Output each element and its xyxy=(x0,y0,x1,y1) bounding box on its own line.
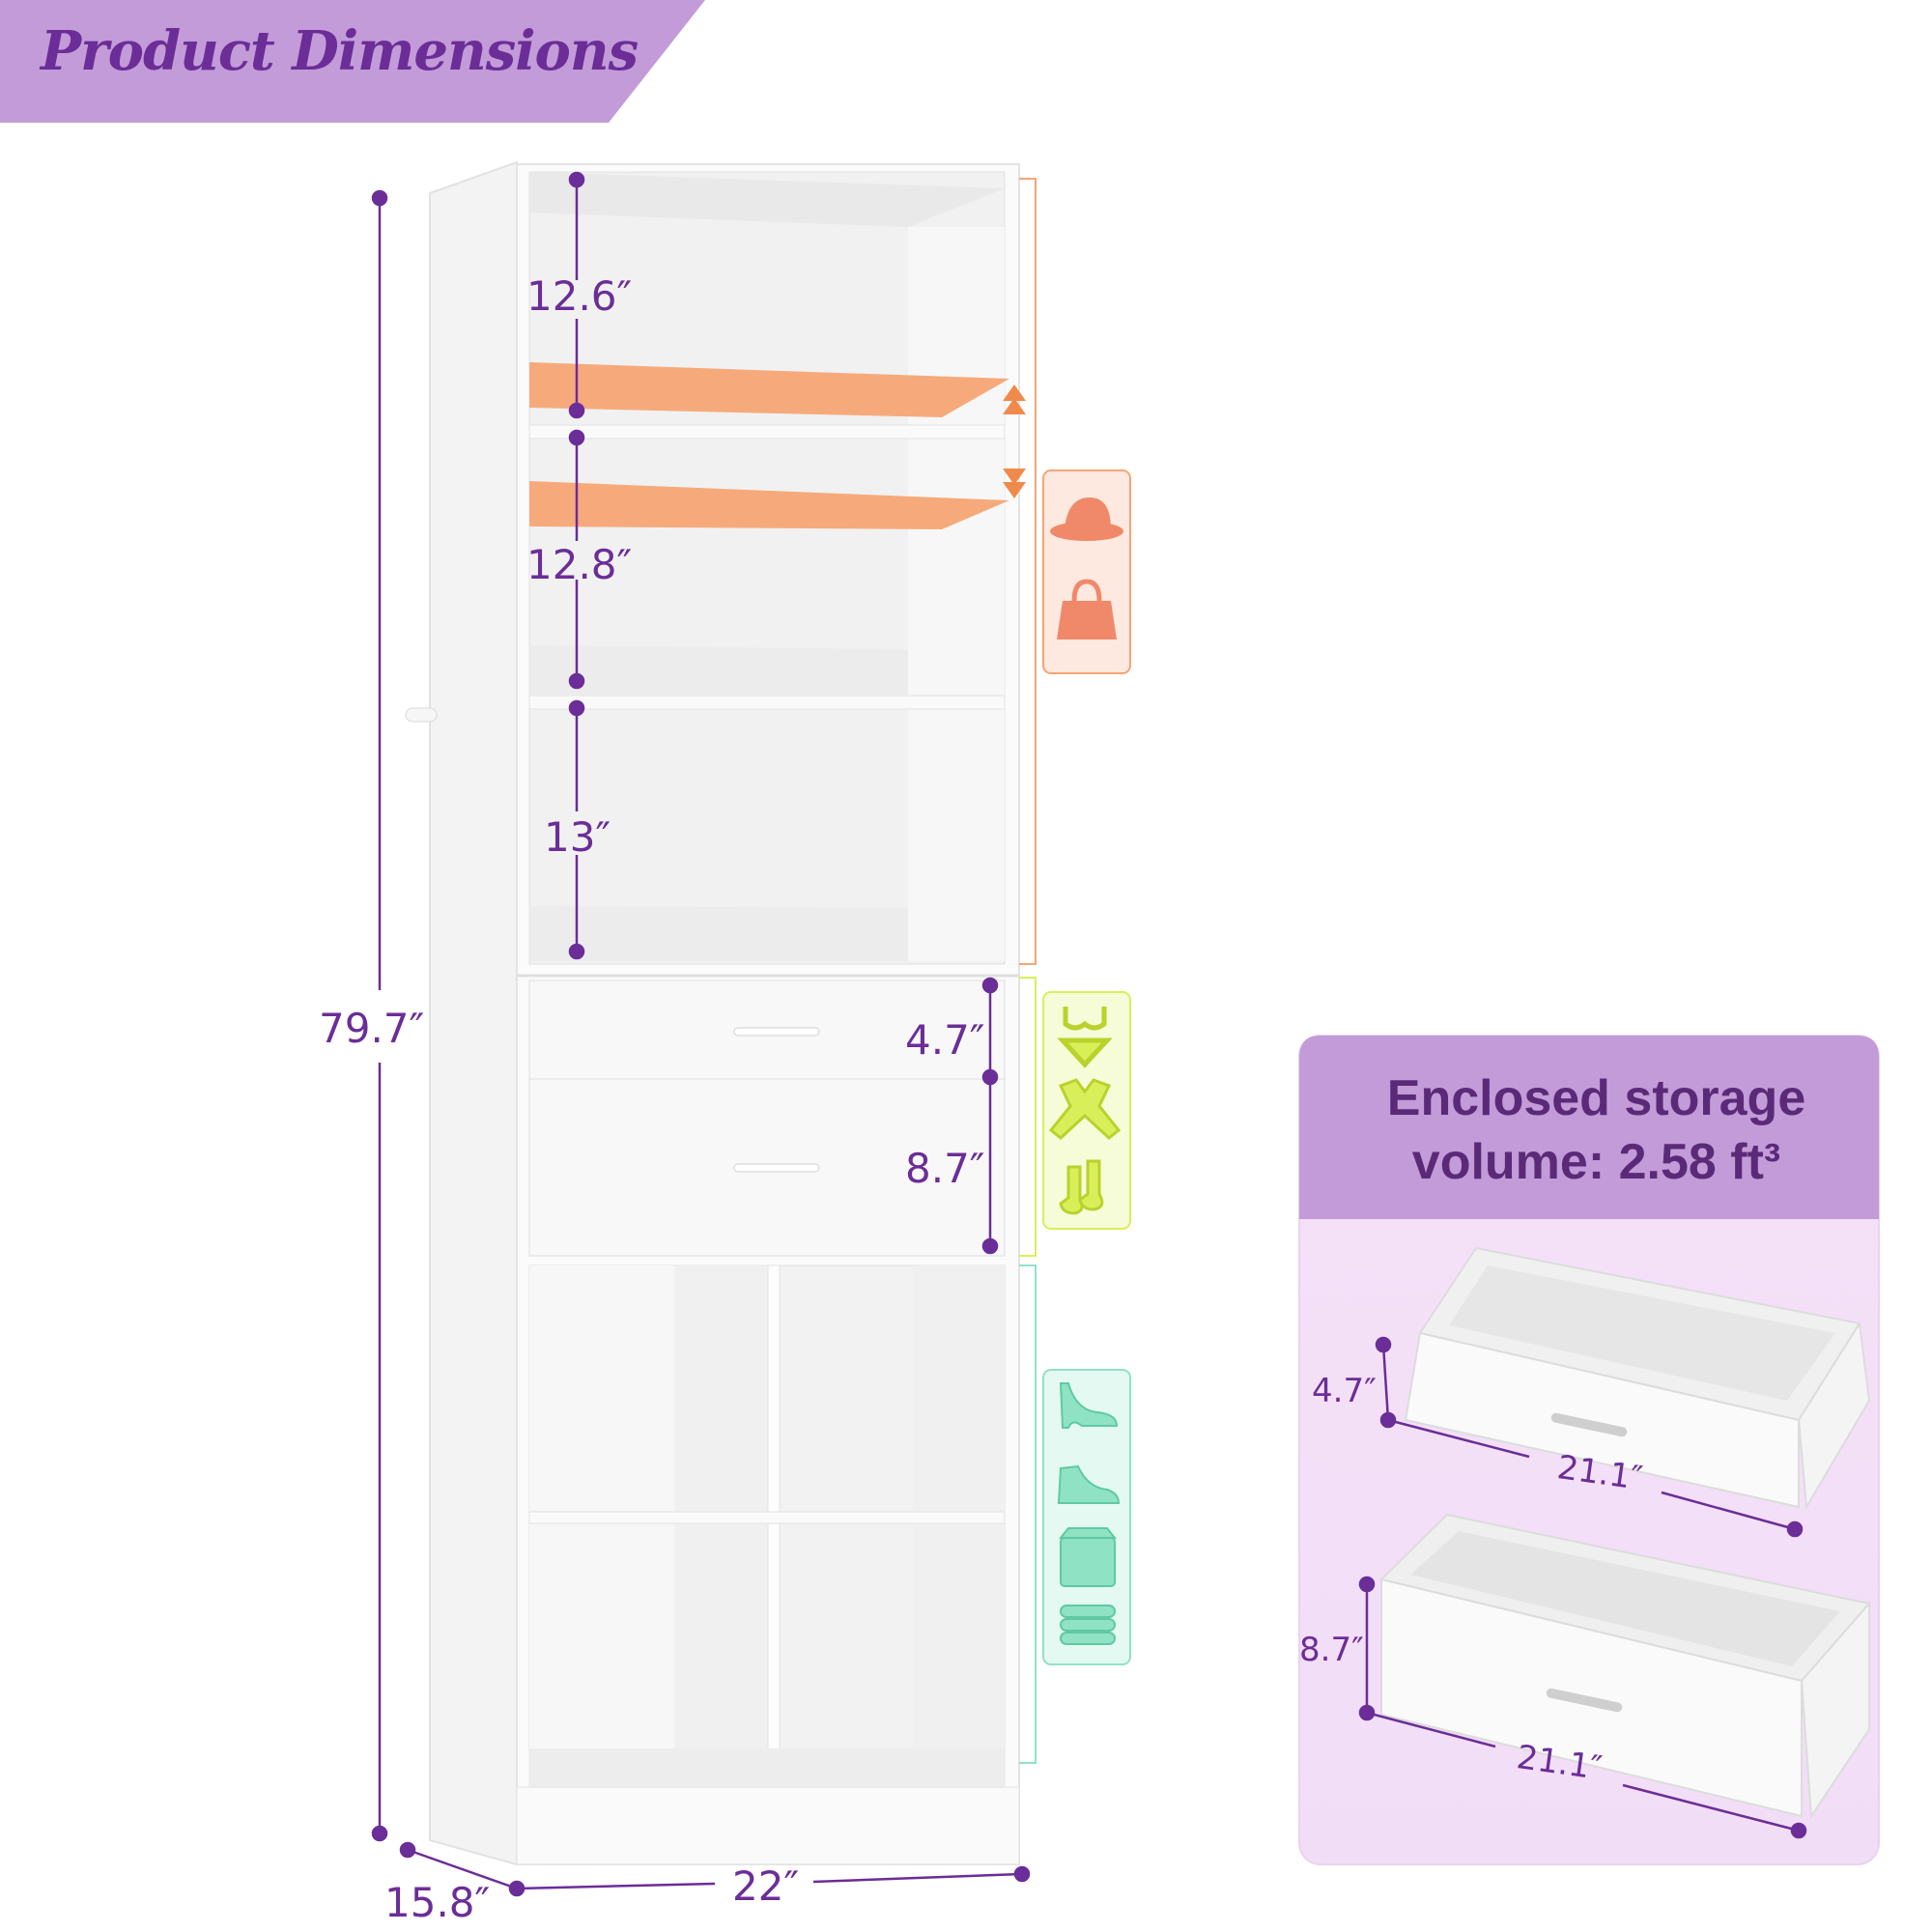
cabinet xyxy=(405,160,1026,1866)
dim-panel-large-height: 8.7″ xyxy=(1299,1631,1364,1669)
dim-shelf-lower: 13″ xyxy=(544,813,611,861)
dim-depth: 15.8″ xyxy=(384,1879,491,1926)
footwear-box xyxy=(1042,1369,1131,1665)
handbag-icon xyxy=(1057,579,1117,639)
dim-shelf-middle: 12.8″ xyxy=(526,541,633,588)
title-banner xyxy=(0,0,705,123)
storage-panel xyxy=(1298,1035,1880,1865)
dim-total-height: 79.7″ xyxy=(319,1005,425,1052)
page-title: Product Dimensions xyxy=(41,19,639,83)
high-heel-icon xyxy=(1059,1382,1119,1429)
socks-icon xyxy=(1059,1159,1104,1215)
adjustable-shelf-bottom xyxy=(529,481,1009,529)
dim-shelf-top: 12.6″ xyxy=(526,272,633,320)
drawer-large-illustration xyxy=(1379,1513,1871,1819)
basket-icon xyxy=(1058,1527,1118,1587)
dimension-lines xyxy=(371,171,1031,1897)
adjustable-shelf-top xyxy=(529,362,1009,417)
dim-panel-small-height: 4.7″ xyxy=(1312,1372,1377,1410)
shoe-icon xyxy=(1057,1464,1121,1504)
storage-volume-title: Enclosed storage volume: 2.58 ft³ xyxy=(1386,1070,1806,1190)
folded-clothes-icon xyxy=(1060,1605,1116,1645)
dim-width: 22″ xyxy=(732,1862,800,1910)
underwear-icon xyxy=(1057,1007,1113,1068)
hat-icon xyxy=(1050,497,1123,541)
section-brackets xyxy=(1019,178,1037,1764)
drawer-small-illustration xyxy=(1404,1246,1871,1511)
sweater-icon xyxy=(1048,1078,1122,1140)
dim-drawer-top: 4.7″ xyxy=(905,1016,985,1064)
dim-drawer-bottom: 8.7″ xyxy=(905,1145,985,1192)
